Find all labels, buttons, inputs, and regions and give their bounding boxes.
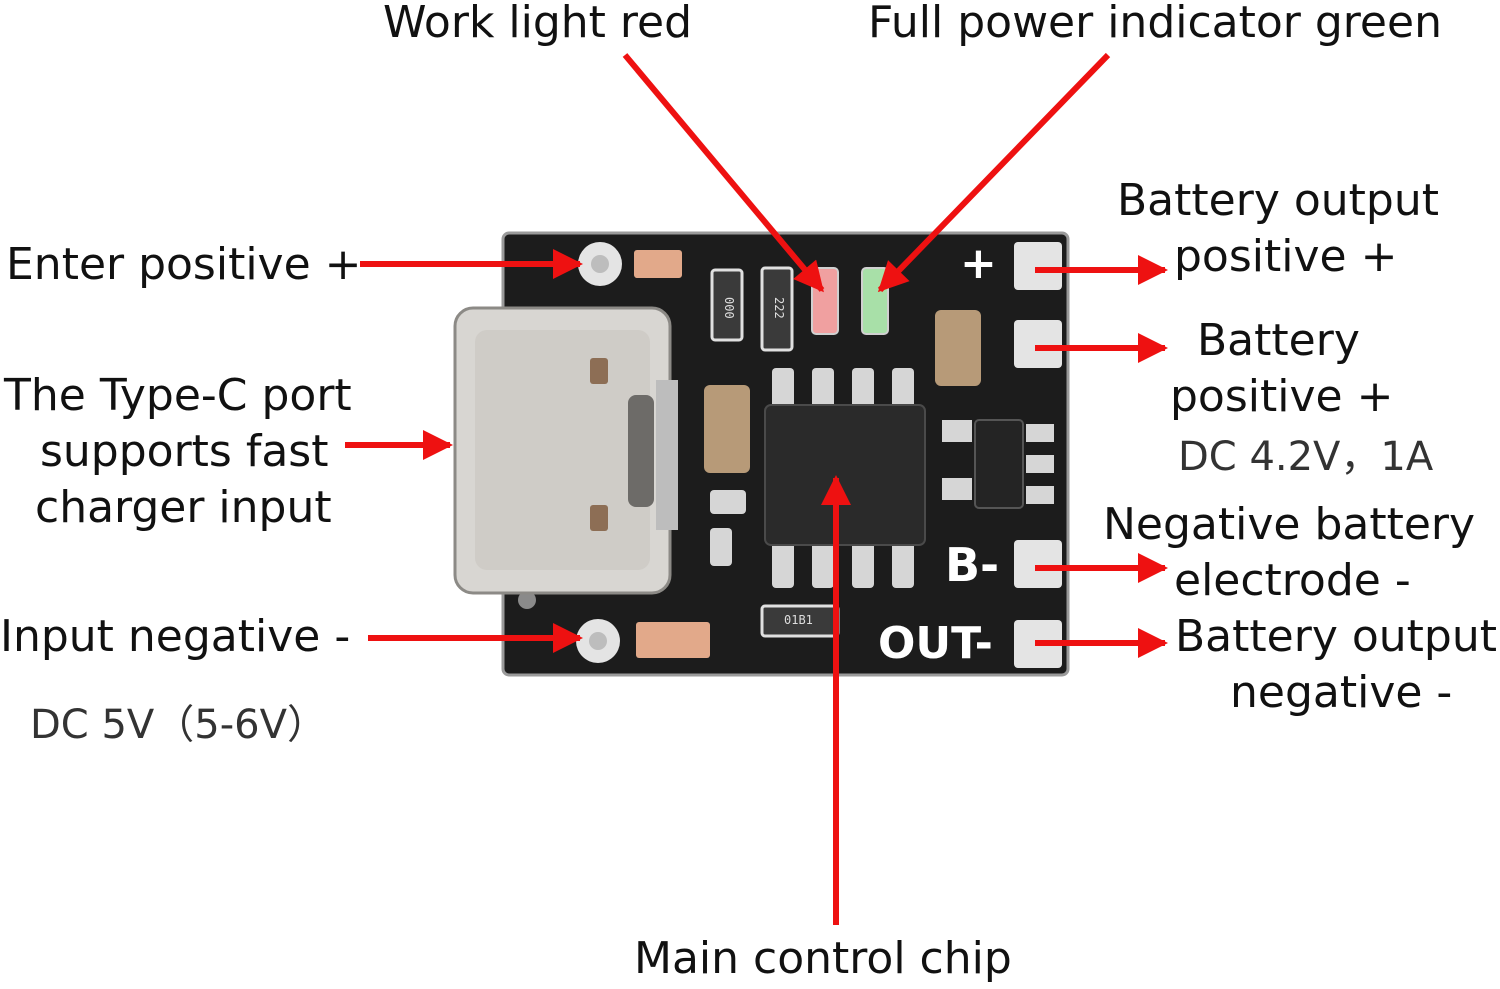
type-c-pins xyxy=(656,380,678,530)
label-negative-battery-line-1: Negative battery xyxy=(1103,499,1476,550)
label-negative-battery-line-2: electrode - xyxy=(1174,555,1411,606)
transistor-pin-3 xyxy=(1026,486,1054,504)
arrow-work-light xyxy=(622,53,825,293)
resistor-bottom xyxy=(636,622,710,658)
input-positive-pad-hole xyxy=(591,255,609,273)
label-work-light: Work light red xyxy=(383,0,693,48)
transistor-pin-2 xyxy=(1026,455,1054,473)
label-battery-positive-line-2: positive + xyxy=(1170,371,1394,422)
label-battery-output-positive-line-2: positive + xyxy=(1174,231,1398,282)
chip-pin-top-1 xyxy=(772,368,794,410)
capacitor-left xyxy=(704,385,750,473)
silk-b-minus-mark: B- xyxy=(945,538,1000,592)
silk-222-label: 222 xyxy=(772,297,786,319)
type-c-connector xyxy=(453,306,678,595)
mount-pad-small xyxy=(518,591,536,609)
label-battery-positive-line-1: Battery xyxy=(1197,315,1360,366)
chip-pin-bottom-1 xyxy=(772,540,794,588)
transistor-pin-1 xyxy=(1026,424,1054,442)
label-full-power: Full power indicator green xyxy=(868,0,1442,48)
chip-body xyxy=(764,404,926,546)
pcb-module xyxy=(453,231,1070,677)
chip-pin-bottom-3 xyxy=(852,540,874,588)
led-red xyxy=(811,267,839,335)
silk-01b-label: 01B1 xyxy=(784,613,813,627)
label-input-negative: Input negative - xyxy=(0,611,351,662)
silk-out-minus-mark: OUT- xyxy=(878,618,993,669)
negative-battery-pad xyxy=(1014,540,1062,588)
label-type-c-line-2: supports fast xyxy=(40,426,329,477)
pad-small-2 xyxy=(710,528,732,566)
led-green xyxy=(861,267,889,335)
label-input-spec: DC 5V（5-6V） xyxy=(30,702,327,748)
input-negative-pad-hole xyxy=(589,632,607,650)
arrow-full-power xyxy=(877,52,1111,293)
label-battery-spec: DC 4.2V，1A xyxy=(1178,434,1434,480)
type-c-shell-inner xyxy=(475,330,650,570)
pad-small-1 xyxy=(710,490,746,514)
chip-pin-top-4 xyxy=(892,368,914,410)
label-battery-output-negative-line-1: Battery output xyxy=(1175,611,1497,662)
type-c-opening xyxy=(628,395,654,507)
chip-pin-top-2 xyxy=(812,368,834,410)
label-main-chip: Main control chip xyxy=(634,933,1012,984)
resistor-top xyxy=(634,250,682,278)
label-battery-output-negative-line-2: negative - xyxy=(1230,667,1453,718)
label-type-c-line-3: charger input xyxy=(35,482,332,533)
label-enter-positive: Enter positive + xyxy=(6,239,362,290)
label-type-c-line-1: The Type-C port xyxy=(4,370,352,421)
type-c-tab-top xyxy=(590,358,608,384)
transistor-pad-left-2 xyxy=(942,478,972,500)
chip-pin-bottom-2 xyxy=(812,540,834,588)
transistor-pad-left xyxy=(942,420,972,442)
chip-pin-top-3 xyxy=(852,368,874,410)
silk-000-label: 000 xyxy=(722,297,736,319)
transistor-body xyxy=(974,419,1024,509)
capacitor-right xyxy=(935,310,981,386)
silk-plus-mark: + xyxy=(960,238,997,289)
chip-pin-bottom-4 xyxy=(892,540,914,588)
type-c-tab-bottom xyxy=(590,505,608,531)
resistor-222 xyxy=(760,266,794,352)
battery-positive-pad xyxy=(1014,320,1062,368)
resistor-000 xyxy=(710,268,744,342)
arrows xyxy=(345,52,1168,925)
battery-output-positive-pad xyxy=(1014,242,1062,290)
label-battery-output-positive-line-1: Battery output xyxy=(1117,175,1439,226)
